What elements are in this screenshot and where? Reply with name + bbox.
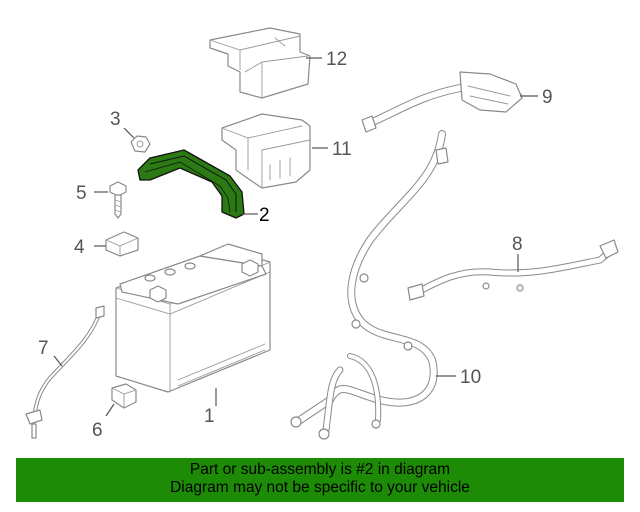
callout-10[interactable]: 10 <box>460 367 481 388</box>
part-6-bracket[interactable] <box>111 383 137 409</box>
callout-12[interactable]: 12 <box>326 49 347 70</box>
info-banner: Part or sub-assembly is #2 in diagram Di… <box>16 458 624 502</box>
part-7-vent-tube[interactable] <box>25 305 105 439</box>
callout-9[interactable]: 9 <box>542 87 553 108</box>
part-9-positive-cable[interactable] <box>361 71 523 133</box>
part-11-fuse-block[interactable] <box>221 113 311 189</box>
callout-8[interactable]: 8 <box>512 234 523 255</box>
callout-3[interactable]: 3 <box>110 109 121 130</box>
banner-line-2: Diagram may not be specific to your vehi… <box>170 479 470 496</box>
banner-line-1: Part or sub-assembly is #2 in diagram <box>189 461 451 478</box>
callout-7[interactable]: 7 <box>38 338 49 359</box>
part-4-hold-down-clamp[interactable] <box>105 231 139 257</box>
part-10-battery-cable-harness[interactable] <box>290 130 449 440</box>
part-12-fuse-block-cover[interactable] <box>209 27 311 99</box>
callout-6[interactable]: 6 <box>92 420 103 441</box>
callout-1[interactable]: 1 <box>204 406 215 427</box>
callout-2[interactable]: 2 <box>259 205 270 226</box>
part-5-bolt[interactable] <box>109 181 127 219</box>
callout-4[interactable]: 4 <box>74 237 85 258</box>
callout-lines <box>53 57 538 417</box>
part-3-nut[interactable] <box>130 135 151 153</box>
part-2-battery-retainer-highlighted[interactable] <box>137 149 245 219</box>
callout-11[interactable]: 11 <box>332 139 352 160</box>
part-1-battery[interactable] <box>115 243 271 393</box>
part-8-cable[interactable] <box>407 239 619 301</box>
callout-5[interactable]: 5 <box>76 183 87 204</box>
